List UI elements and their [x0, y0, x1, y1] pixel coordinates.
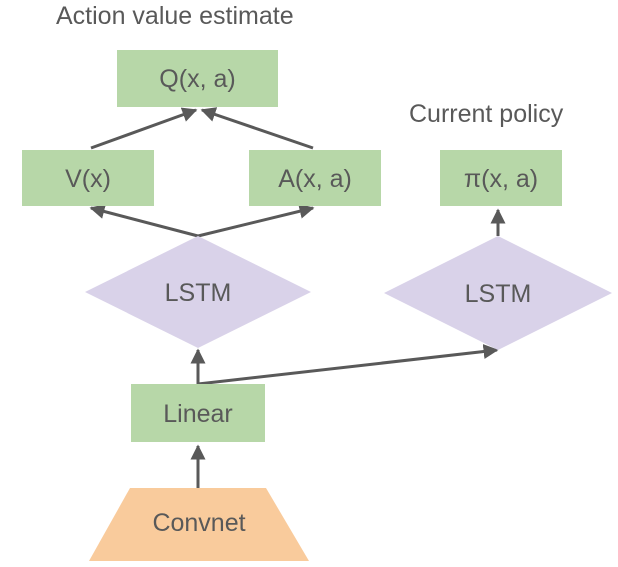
arrow-linear-to-lstm-right	[197, 344, 499, 386]
node-pi-label: π(x, a)	[464, 165, 538, 193]
node-v: V(x)	[22, 150, 154, 206]
arrow-a-to-q	[200, 107, 314, 150]
node-linear: Linear	[131, 384, 265, 442]
arrow-lstm-left-to-a	[197, 203, 315, 238]
arrow-v-to-q	[90, 107, 198, 150]
node-a-label: A(x, a)	[278, 165, 352, 193]
node-linear-box	[131, 384, 265, 442]
node-pi: π(x, a)	[440, 150, 562, 206]
node-lstm-right-diamond	[384, 236, 612, 350]
node-convnet-trapezoid	[89, 488, 309, 561]
node-q-box	[117, 50, 278, 107]
node-linear-label: Linear	[163, 400, 233, 428]
caption-current-policy: Current policy	[409, 100, 564, 128]
caption-action-value-estimate: Action value estimate	[56, 2, 294, 30]
node-v-box	[22, 150, 154, 206]
node-a: A(x, a)	[249, 150, 381, 206]
node-lstm-left-diamond	[85, 236, 311, 348]
arrow-lstm-left-to-v	[89, 204, 199, 238]
connections	[89, 107, 506, 488]
node-lstm-left-label: LSTM	[165, 279, 232, 307]
node-v-label: V(x)	[65, 165, 111, 193]
node-q-label: Q(x, a)	[159, 65, 235, 93]
node-q: Q(x, a)	[117, 50, 278, 107]
node-lstm-right-label: LSTM	[465, 280, 532, 308]
node-convnet: Convnet	[89, 488, 309, 561]
node-lstm-left: LSTM	[85, 236, 311, 348]
node-convnet-label: Convnet	[152, 509, 245, 537]
node-lstm-right: LSTM	[384, 236, 612, 350]
node-pi-box	[440, 150, 562, 206]
node-a-box	[249, 150, 381, 206]
